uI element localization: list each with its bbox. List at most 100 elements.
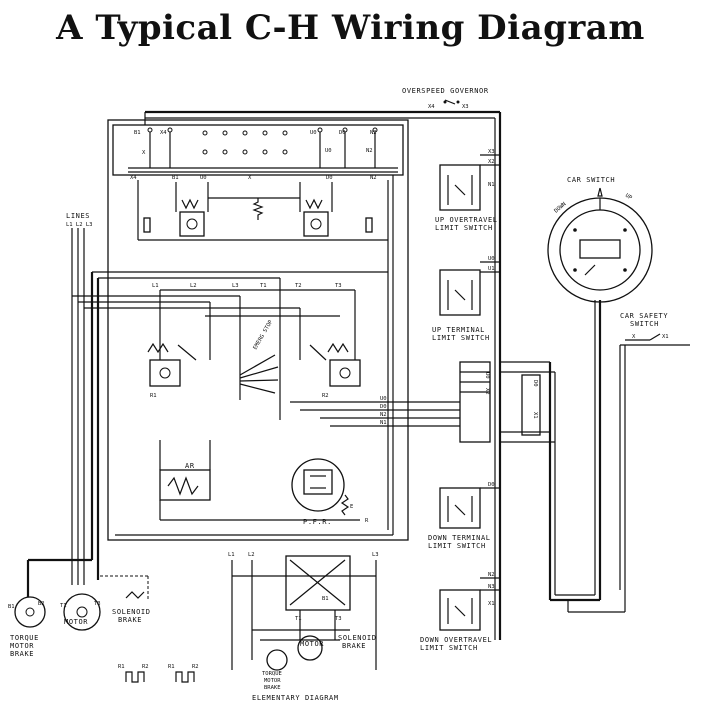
ar-relay: AR	[159, 440, 360, 521]
jb-x2: X2	[484, 388, 490, 395]
term-x-mid: X	[248, 175, 252, 181]
t2-label: T2	[295, 283, 302, 289]
emerg-stop-label: EMERG STOP	[253, 319, 275, 351]
down-terminal-label: DOWN TERMINAL	[428, 534, 491, 542]
up-terminal-label-2: LIMIT SWITCH	[432, 334, 490, 342]
pfr-e-label: E	[350, 504, 353, 510]
bus-d0: D0	[380, 404, 387, 410]
relay-r1-label: R1	[150, 393, 157, 399]
down-terminal-limit-switch: D0 DOWN TERMINAL LIMIT SWITCH	[428, 482, 500, 550]
gov-x3: X3	[462, 104, 469, 110]
do-n2: N2	[488, 572, 495, 578]
term-x4-mid: X4	[130, 175, 137, 181]
hoist-motor: T1 T3 MOTOR	[60, 593, 101, 631]
resistor-symbols: R1 R2 R1 R2	[118, 664, 199, 683]
uo-x3: X3	[488, 149, 495, 155]
car-safety-switch: CAR SAFETY SWITCH X X1	[620, 312, 690, 346]
up-label: UP	[624, 193, 633, 202]
l3-label: L3	[232, 283, 239, 289]
ed-t1: T1	[295, 616, 302, 622]
term-d0-mid: D0	[326, 175, 333, 181]
ed-torque: TORQUE	[262, 671, 282, 677]
jb-d0: D0	[532, 380, 538, 387]
up-overtravel-label: UP OVERTRAVEL	[435, 216, 498, 224]
motor-label: MOTOR	[64, 618, 88, 626]
ed-solenoid-label: SOLENOID	[338, 634, 377, 642]
mot-t3: T3	[94, 601, 101, 607]
ed-b1: B1	[322, 596, 329, 602]
term-x4-top: X4	[160, 130, 167, 136]
down-overtravel-label-2: LIMIT SWITCH	[420, 644, 478, 652]
emergency-stop-switch: EMERG STOP	[239, 319, 279, 394]
torque-motor-brake: B1 B2 TORQUE MOTOR BRAKE	[8, 596, 46, 658]
l2-label: L2	[190, 283, 197, 289]
ut-u0: U0	[488, 256, 495, 262]
term-x: X	[142, 150, 146, 156]
solenoid-brake-label: BRAKE	[118, 616, 142, 624]
up-terminal-limit-switch: U0 U1 UP TERMINAL LIMIT SWITCH	[432, 256, 500, 342]
do-n3: N3	[488, 584, 495, 590]
bus-n1: N1	[380, 420, 387, 426]
term-20: U0	[325, 148, 332, 154]
css-x: X	[632, 334, 636, 340]
solenoid-brake: SOLENOID BRAKE	[100, 575, 151, 624]
torque-label: TORQUE	[10, 634, 39, 642]
down-terminal-label-2: LIMIT SWITCH	[428, 542, 486, 550]
car-safety-label-2: SWITCH	[630, 320, 659, 328]
ed-l1: L1	[228, 552, 235, 558]
junction-terminal-block: U0 X2 D0 X1	[459, 361, 555, 443]
car-switch-label: CAR SWITCH	[567, 176, 615, 184]
hoistway-wiring: OVERSPEED GOVERNOR X4 X3 X3 X2 N1 UP OVE…	[144, 87, 626, 652]
car-switch: CAR SWITCH DOWN UP	[547, 176, 653, 303]
do-x1: X1	[488, 601, 495, 607]
down-label: DOWN	[553, 201, 567, 214]
ed-t3: T3	[335, 616, 342, 622]
res-r2b: R2	[192, 664, 199, 670]
relay-r2-label: R2	[322, 393, 329, 399]
t3-label: T3	[335, 283, 342, 289]
term-n2-mid: N2	[370, 175, 377, 181]
ut-u1: U1	[488, 266, 495, 272]
mot-t1: T1	[60, 603, 67, 609]
css-x1: X1	[662, 334, 669, 340]
ed-brake-label: BRAKE	[342, 642, 366, 650]
down-overtravel-label: DOWN OVERTRAVEL	[420, 636, 492, 644]
term-b1-mid: B1	[172, 175, 179, 181]
pfr-relay: P.F.R. E R	[291, 458, 369, 526]
down-overtravel-limit-switch: N2 N3 X1 DOWN OVERTRAVEL LIMIT SWITCH	[420, 572, 500, 652]
ed-brake2: BRAKE	[264, 685, 281, 691]
pfr-label: P.F.R.	[303, 518, 332, 526]
elementary-diagram: L1 L2 L3 MOTOR SOLENOID BRAKE TORQUE MOT…	[228, 552, 379, 702]
up-overtravel-limit-switch: X3 X2 N1 UP OVERTRAVEL LIMIT SWITCH	[435, 149, 500, 232]
overspeed-governor-label: OVERSPEED GOVERNOR	[402, 87, 489, 95]
pfr-r-label: R	[365, 518, 369, 524]
gov-x4: X4	[428, 104, 435, 110]
motor-label-1: MOTOR	[10, 642, 34, 650]
car-safety-label: CAR SAFETY	[620, 312, 668, 320]
jb-u0: U0	[484, 372, 490, 379]
tmb-b2: B2	[38, 601, 45, 607]
elementary-diagram-label: ELEMENTARY DIAGRAM	[252, 694, 339, 702]
ar-label: AR	[185, 462, 195, 470]
term-u0-top: U0	[310, 130, 317, 136]
res-r2a: R2	[142, 664, 149, 670]
l1-label: L1	[152, 283, 159, 289]
tmb-b1: B1	[8, 604, 15, 610]
ed-l3: L3	[372, 552, 379, 558]
dt-d0: D0	[488, 482, 495, 488]
term-d0-top: D0	[339, 130, 346, 136]
term-u0-mid: U0	[200, 175, 207, 181]
res-r1a: R1	[118, 664, 125, 670]
ed-motor2: MOTOR	[264, 678, 281, 684]
t1-label: T1	[260, 283, 267, 289]
diagram-title: A Typical C-H Wiring Diagram	[56, 8, 645, 48]
jb-x1: X1	[532, 412, 538, 419]
term-n2: N2	[366, 148, 373, 154]
up-overtravel-label-2: LIMIT SWITCH	[435, 224, 493, 232]
res-r1b: R1	[168, 664, 175, 670]
term-b1-top: B1	[134, 130, 141, 136]
uo-x2: X2	[488, 159, 495, 165]
solenoid-label: SOLENOID	[112, 608, 151, 616]
up-terminal-label: UP TERMINAL	[432, 326, 485, 334]
